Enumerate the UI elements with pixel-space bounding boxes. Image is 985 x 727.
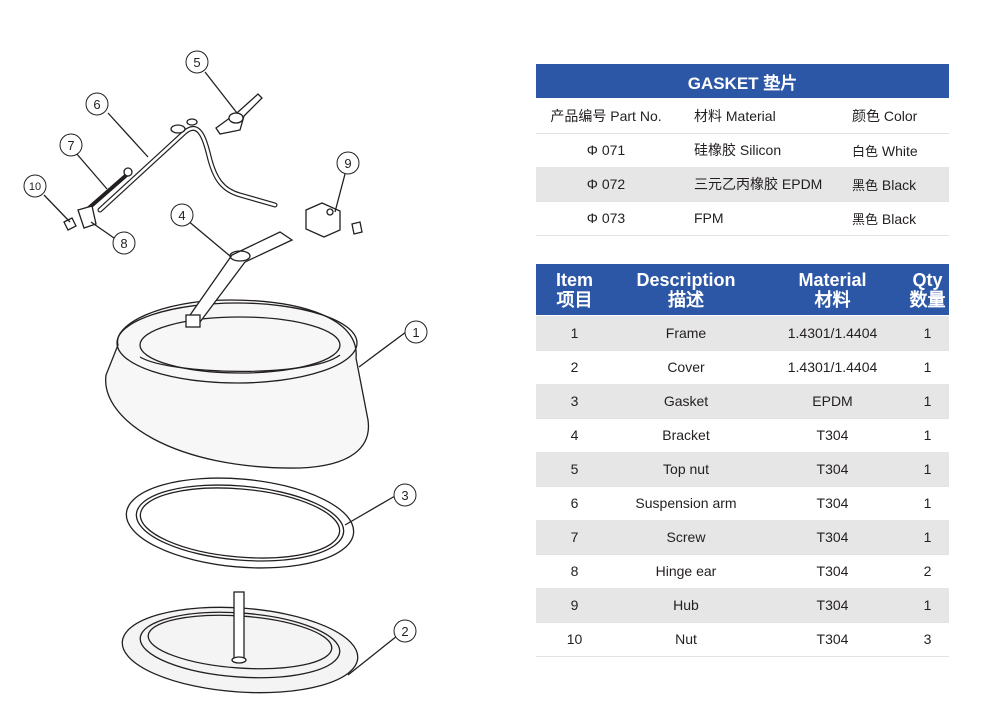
- item-description: Frame: [665, 325, 707, 341]
- item-material: 1.4301/1.4404: [787, 359, 878, 375]
- callout-5: 5: [193, 55, 200, 70]
- item-material: T304: [816, 597, 849, 613]
- callout-9: 9: [344, 156, 351, 171]
- gasket-row: Φ 071 硅橡胶 Silicon 白色 White: [536, 133, 949, 168]
- item-description: Top nut: [663, 461, 709, 477]
- cover-bolt: [233, 591, 245, 659]
- table-row: 8 Hinge ear T304 2: [536, 554, 949, 589]
- item-material: EPDM: [812, 393, 853, 409]
- item-qty: 1: [923, 427, 932, 443]
- nut-part: [63, 217, 77, 231]
- header-color: 颜色 Color: [852, 108, 918, 124]
- hub-part: [305, 202, 341, 238]
- item-number: 1: [570, 325, 579, 341]
- header-material: 材料 Material: [694, 108, 776, 124]
- gasket-table-title: GASKET 垫片: [536, 64, 949, 98]
- part-no: Φ 072: [586, 176, 626, 192]
- callout-8: 8: [120, 236, 127, 251]
- color: 黑色 Black: [852, 210, 917, 227]
- callout-1: 1: [412, 325, 419, 340]
- item-qty: 1: [923, 325, 932, 341]
- item-number: 2: [570, 359, 579, 375]
- item-number: 5: [570, 461, 579, 477]
- item-qty: 1: [923, 597, 932, 613]
- material: 硅橡胶 Silicon: [694, 142, 782, 158]
- item-qty: 1: [923, 529, 932, 545]
- callout-3: 3: [401, 488, 408, 503]
- table-row: 5 Top nut T304 1: [536, 452, 949, 487]
- item-qty: 1: [923, 393, 932, 409]
- gasket-table-header: 产品编号 Part No. 材料 Material 颜色 Color: [536, 99, 949, 134]
- table-row: 6 Suspension arm T304 1: [536, 486, 949, 521]
- gasket-row: Φ 072 三元乙丙橡胶 EPDM 黑色 Black: [536, 167, 949, 202]
- frame-rim-inner: [139, 316, 341, 374]
- item-number: 9: [570, 597, 579, 613]
- table-row: 2 Cover 1.4301/1.4404 1: [536, 350, 949, 385]
- item-description: Hinge ear: [655, 563, 717, 579]
- item-material: T304: [816, 495, 849, 511]
- item-material: T304: [816, 563, 849, 579]
- exploded-view-diagram: 1 2 3 4 5 6 7 8 9 10: [23, 50, 428, 694]
- frame-rim-outer: [116, 302, 358, 384]
- item-description: Screw: [666, 529, 706, 545]
- callout-2: 2: [401, 624, 408, 639]
- item-number: 6: [570, 495, 579, 511]
- item-number: 10: [566, 631, 583, 647]
- part-no: Φ 071: [586, 142, 626, 158]
- item-material: T304: [816, 631, 849, 647]
- callout-4: 4: [178, 208, 185, 223]
- item-qty: 3: [923, 631, 932, 647]
- item-material: 1.4301/1.4404: [787, 325, 878, 341]
- item-description: Gasket: [663, 393, 709, 409]
- item-number: 3: [570, 393, 579, 409]
- part-no: Φ 073: [586, 210, 626, 226]
- item-qty: 1: [923, 359, 932, 375]
- table-row: 1 Frame 1.4301/1.4404 1: [536, 316, 949, 351]
- item-description: Bracket: [662, 427, 710, 443]
- frame-part: [105, 299, 370, 469]
- color: 黑色 Black: [852, 176, 917, 193]
- color: 白色 White: [852, 142, 918, 159]
- item-material: T304: [816, 427, 849, 443]
- gasket-part: [125, 477, 355, 569]
- item-number: 7: [570, 529, 579, 545]
- table-row: 3 Gasket EPDM 1: [536, 384, 949, 419]
- header-part-no: 产品编号 Part No.: [550, 108, 662, 124]
- item-qty: 2: [923, 563, 932, 579]
- material: 三元乙丙橡胶 EPDM: [694, 176, 823, 192]
- table-row: 10 Nut T304 3: [536, 622, 949, 657]
- item-description: Cover: [667, 359, 705, 375]
- item-description: Nut: [675, 631, 697, 647]
- item-number: 8: [570, 563, 579, 579]
- callout-10: 10: [29, 181, 41, 193]
- item-qty: 1: [923, 495, 932, 511]
- callout-7: 7: [67, 138, 74, 153]
- callout-6: 6: [93, 97, 100, 112]
- item-material: T304: [816, 461, 849, 477]
- item-number: 4: [570, 427, 579, 443]
- item-description: Suspension arm: [635, 495, 737, 511]
- item-qty: 1: [923, 461, 932, 477]
- table-row: 4 Bracket T304 1: [536, 418, 949, 453]
- material: FPM: [694, 210, 724, 226]
- hinge-ear-part: [77, 205, 97, 229]
- table-row: 7 Screw T304 1: [536, 520, 949, 555]
- gasket-row: Φ 073 FPM 黑色 Black: [536, 201, 949, 236]
- item-description: Hub: [673, 597, 699, 613]
- item-material: T304: [816, 529, 849, 545]
- table-row: 9 Hub T304 1: [536, 588, 949, 623]
